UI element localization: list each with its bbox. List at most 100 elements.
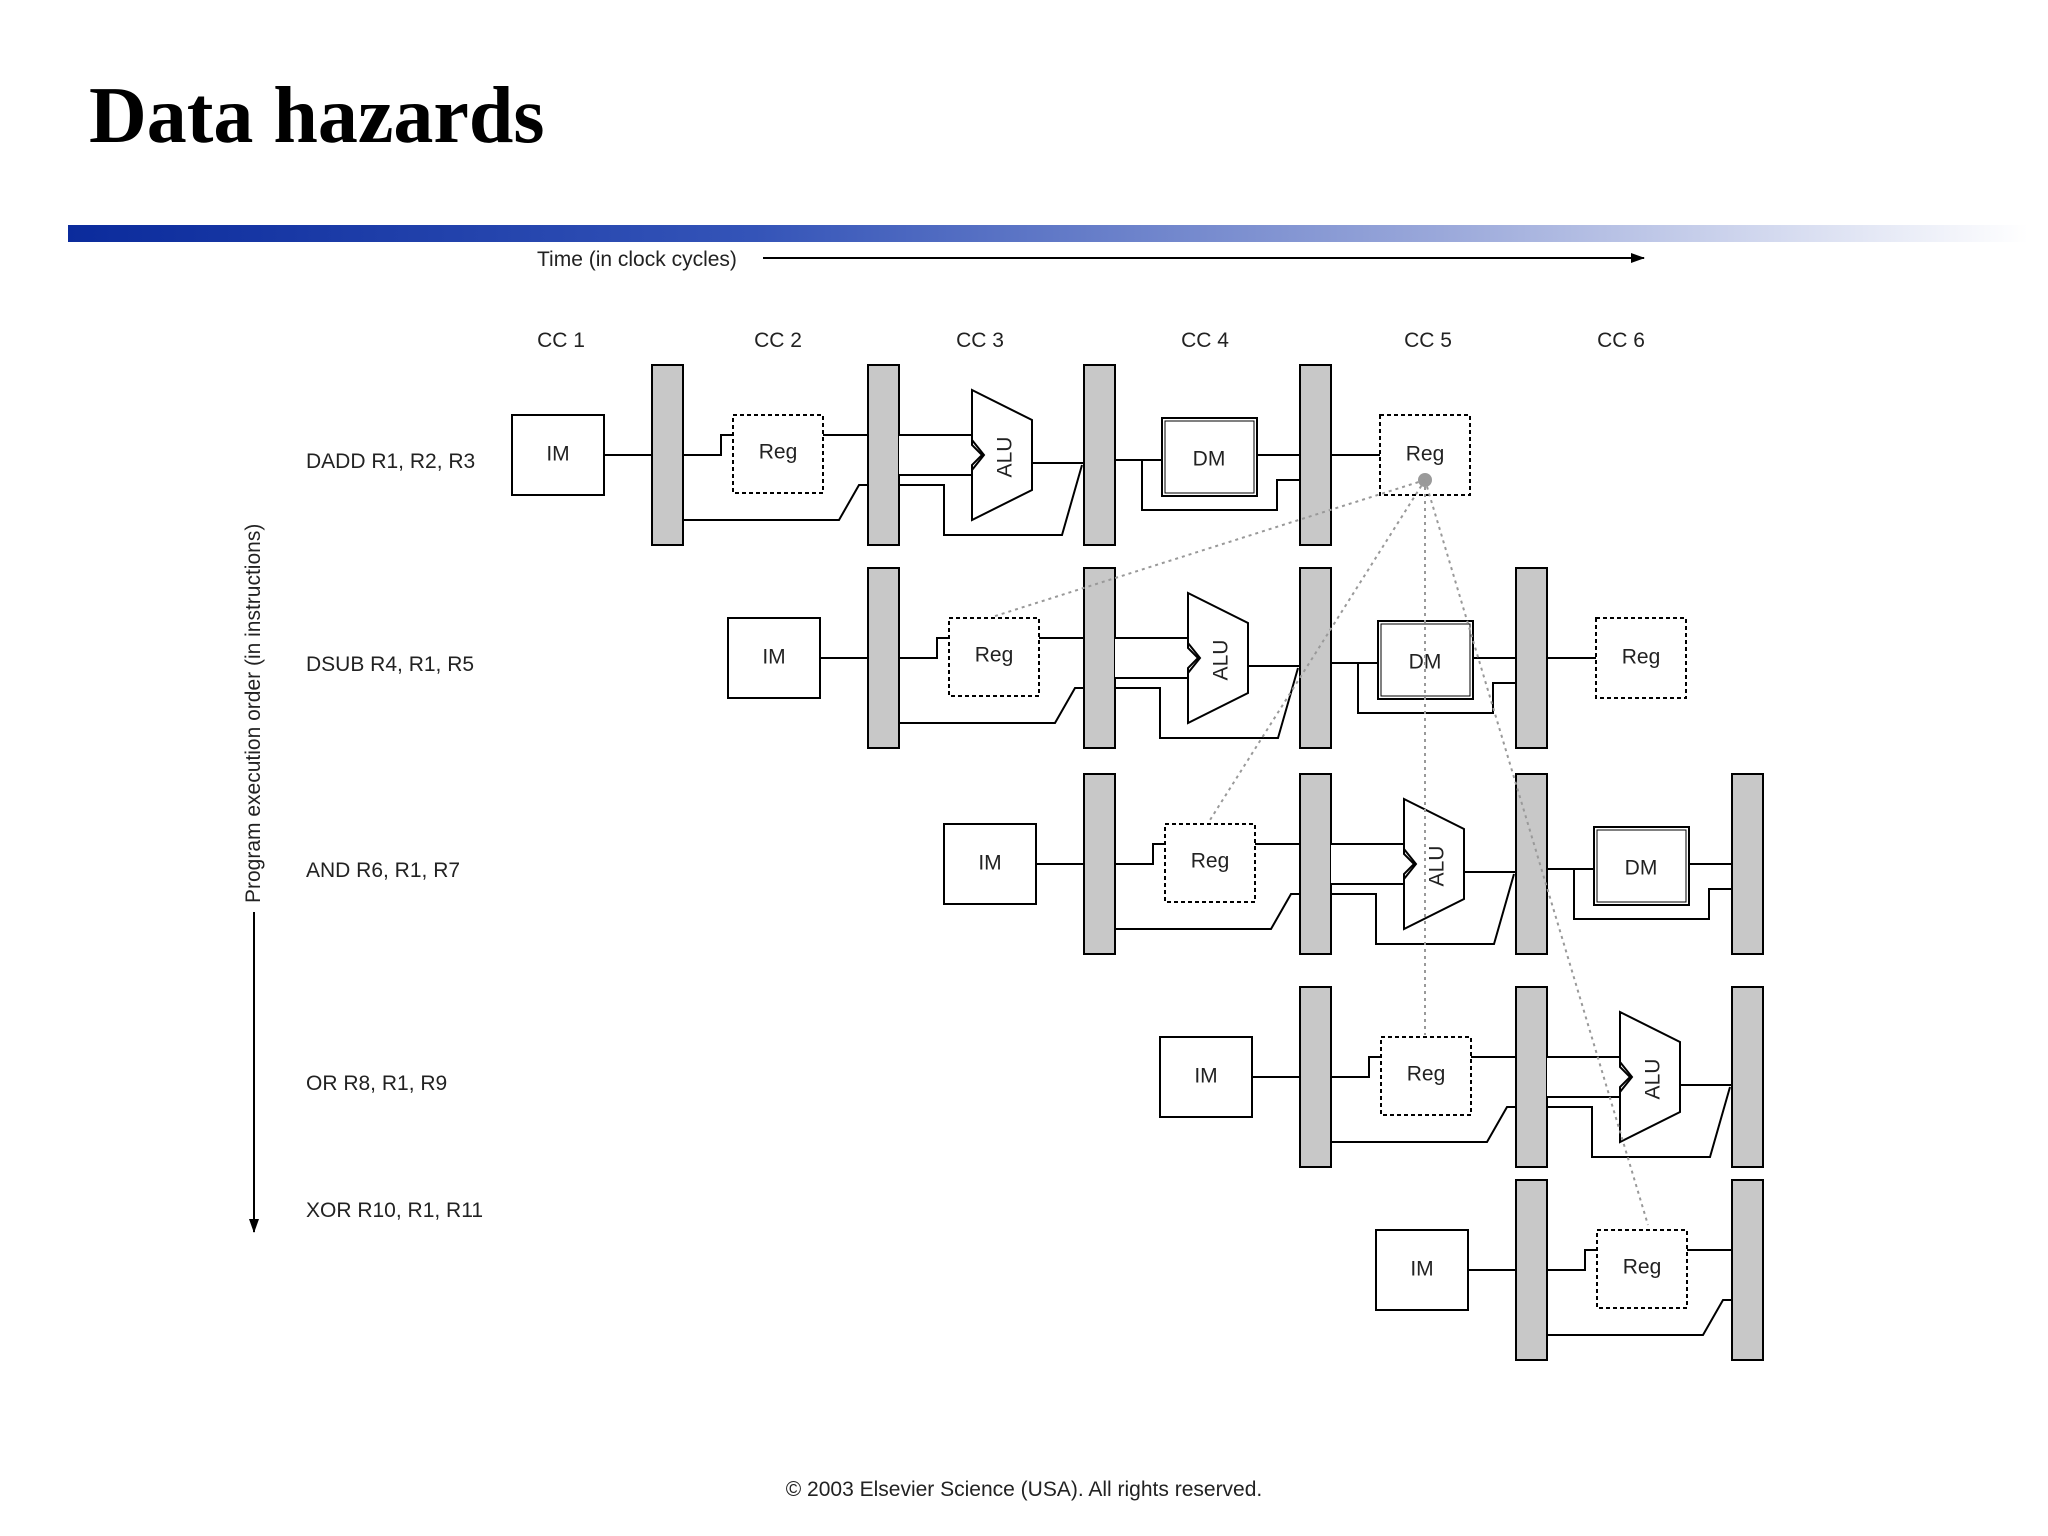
reg-read-box [948,617,1040,697]
dm-box-inner [1380,623,1471,697]
pipeline-register [1515,773,1548,955]
pipeline-row: IM Reg ALU DM Reg [511,364,1471,546]
reg-read-box [1164,823,1256,903]
pipeline-register [1083,567,1116,749]
dm-box [1593,826,1690,906]
clock-cycle-label: CC 6 [1597,329,1645,352]
pipeline-wire [1115,667,1299,739]
alu-shape [1187,591,1249,725]
stage-label: IM [1410,1258,1433,1281]
pipeline-wire [1331,1106,1516,1143]
stage-label: Reg [1622,646,1661,669]
pipeline-register [1299,567,1332,749]
pipeline-wire [1547,1249,1597,1271]
pipeline-wire [1357,663,1516,714]
instruction-label: OR R8, R1, R9 [306,1072,447,1095]
pipeline-register [1083,773,1116,955]
pipeline-wire [1141,460,1300,511]
stage-label: IM [1194,1065,1217,1088]
stage-label: Reg [1407,1063,1446,1086]
pipeline-register [651,364,684,546]
pipeline-wire [899,637,949,659]
pipeline-wire [1547,1086,1731,1158]
pipeline-register [1299,773,1332,955]
pipeline-row: IM Reg ALU DM [943,773,1764,955]
instruction-label: AND R6, R1, R7 [306,859,460,882]
stage-label: ALU [994,437,1017,478]
im-box [943,823,1037,905]
pipeline-wire [1115,843,1165,865]
stage-label: Reg [1191,850,1230,873]
pipeline-wire [683,434,733,456]
stage-label: Reg [1406,443,1445,466]
pipeline-wire [1573,869,1732,920]
title-rule [68,225,2028,242]
reg-read-box [732,414,824,494]
alu-input-bus [1331,843,1416,885]
stage-label: DM [1193,448,1226,471]
stage-label: Reg [975,644,1014,667]
alu-input-bus [1547,1056,1632,1098]
reg-read-box [1596,1229,1688,1309]
stage-label: ALU [1426,846,1449,887]
time-axis-label: Time (in clock cycles) [537,248,737,271]
pipeline-register [867,364,900,546]
clock-cycle-label: CC 3 [956,329,1004,352]
alu-shape [1619,1010,1681,1144]
clock-cycle-headers: CC 1 CC 2 CC 3 CC 4 CC 5 CC 6 [537,329,1645,352]
alu-shape [1403,797,1465,931]
clock-cycle-label: CC 2 [754,329,802,352]
pipeline-wire [899,464,1083,536]
stage-label: Reg [759,441,798,464]
instruction-label: DSUB R4, R1, R5 [306,653,474,676]
stage-label: IM [978,852,1001,875]
pipeline-register [1731,1179,1764,1361]
dm-box-inner [1596,829,1687,903]
stage-label: Reg [1623,1256,1662,1279]
dependency-line [991,479,1426,618]
instruction-label: XOR R10, R1, R11 [306,1199,483,1222]
stage-label: IM [762,646,785,669]
order-axis-label: Program execution order (in instructions… [242,524,265,903]
im-box [727,617,821,699]
pipeline-register [1515,986,1548,1168]
alu-shape [971,388,1033,522]
alu-input-bus [899,434,984,476]
reg-read-box [1380,1036,1472,1116]
instruction-labels: DADD R1, R2, R3 DSUB R4, R1, R5 AND R6, R1… [306,450,483,1222]
pipeline-register [1515,567,1548,749]
stage-label: IM [546,443,569,466]
pipeline-wire [1115,893,1300,930]
pipeline-wire [1331,1056,1381,1078]
clock-cycle-label: CC 4 [1181,329,1229,352]
pipeline-register [867,567,900,749]
pipeline-register [1083,364,1116,546]
stage-label: DM [1625,857,1658,880]
pipeline-register [1515,1179,1548,1361]
pipeline-wire [1547,1299,1732,1336]
instruction-label: DADD R1, R2, R3 [306,450,475,473]
pipeline-register [1299,986,1332,1168]
slide-title: Data hazards [89,72,545,160]
stage-label: ALU [1642,1059,1665,1100]
copyright-notice: © 2003 Elsevier Science (USA). All right… [785,1478,1263,1501]
clock-cycle-label: CC 5 [1404,329,1452,352]
pipeline-row: IM Reg [1375,1179,1764,1361]
alu-input-bus [1115,637,1200,679]
im-box [1375,1229,1469,1311]
stage-label: ALU [1210,640,1233,681]
reg-write-box [1595,617,1687,699]
clock-cycle-label: CC 1 [537,329,585,352]
dm-box [1161,417,1258,497]
pipeline-wire [683,484,868,521]
dm-box-inner [1164,420,1255,494]
pipeline-register [1731,773,1764,955]
pipeline-row: IM Reg ALU [1159,986,1764,1168]
pipeline-wire [899,687,1084,724]
pipeline-register [1731,986,1764,1168]
pipeline-wire [1331,873,1515,945]
dependency-lines [991,473,1649,1226]
